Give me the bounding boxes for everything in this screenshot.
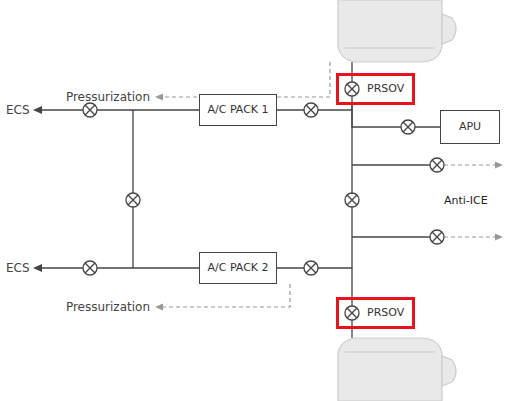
- flow-label: Pressurization: [66, 89, 150, 105]
- unit-box: APU: [440, 110, 500, 144]
- bleed-duct: [40, 62, 430, 338]
- duct-connector: [352, 105, 440, 127]
- flow-label: Pressurization: [66, 299, 150, 315]
- valve-symbol: [304, 103, 318, 117]
- valve-symbol: [345, 193, 359, 207]
- duct-connector: [133, 110, 199, 268]
- unit-box: A/C PACK 1: [199, 94, 277, 126]
- node-text: A/C PACK 2: [207, 261, 268, 275]
- node-text: APU: [459, 120, 481, 134]
- duct-connector: [277, 268, 352, 297]
- valve-box: PRSOV: [336, 73, 415, 105]
- arrowhead: [33, 106, 42, 272]
- valve-box: PRSOV: [336, 297, 415, 329]
- arrowhead: [155, 94, 503, 311]
- flow-label: ECS: [6, 102, 30, 118]
- flow-label: ECS: [6, 260, 30, 276]
- node-text: PRSOV: [367, 82, 404, 96]
- valve-symbol: [83, 261, 97, 275]
- flow-label: Anti-ICE: [444, 193, 488, 209]
- valve-symbol: [401, 120, 415, 134]
- unit-box: A/C PACK 2: [199, 252, 277, 284]
- valve-symbol: [83, 103, 97, 117]
- engine-nacelle: [338, 338, 456, 401]
- valve-symbol: [126, 193, 140, 207]
- duct-connector: [277, 105, 352, 110]
- engine-nacelle: [338, 0, 456, 62]
- valve-symbol: [304, 261, 318, 275]
- valve-symbol: [430, 158, 444, 172]
- pressurization-line: [162, 62, 496, 307]
- node-text: PRSOV: [367, 306, 404, 320]
- node-text: A/C PACK 1: [207, 103, 268, 117]
- valve-symbol: [430, 230, 444, 244]
